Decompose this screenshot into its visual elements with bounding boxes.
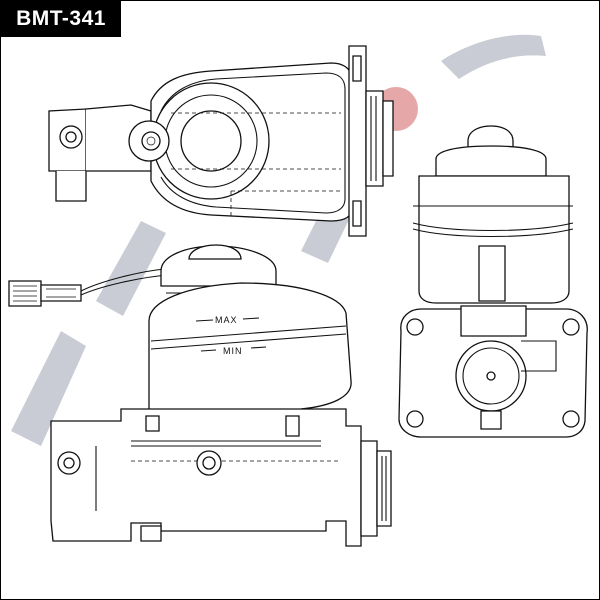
end-view-reservoir (418, 175, 570, 304)
end-view-cap (435, 145, 547, 177)
part-number-badge: BMT-341 (1, 1, 121, 37)
top-view-drawing (48, 45, 394, 237)
electrical-connector (8, 280, 42, 307)
max-level-label: MAX (215, 315, 238, 325)
min-level-label: MIN (223, 346, 243, 356)
end-view-drawing (398, 125, 588, 438)
master-cylinder-body (50, 408, 362, 547)
fluid-reservoir (148, 282, 352, 414)
side-view-drawing: MAX MIN (8, 244, 392, 547)
